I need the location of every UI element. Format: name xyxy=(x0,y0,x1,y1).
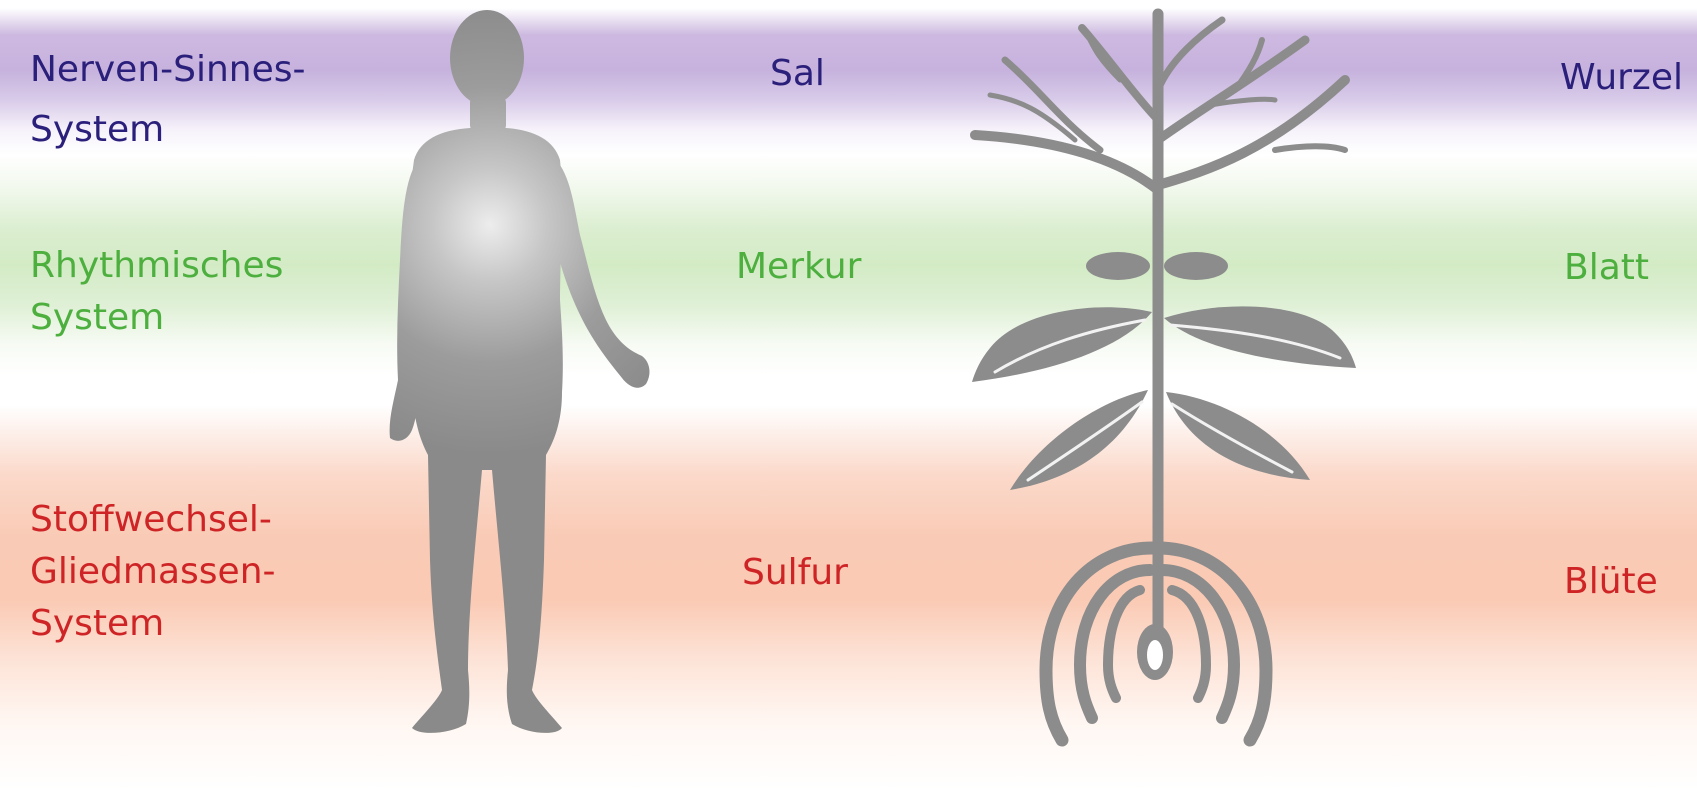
inverted-plant-icon xyxy=(0,0,1697,798)
threefold-diagram: Nerven-Sinnes- System Sal Wurzel Rhythmi… xyxy=(0,0,1697,798)
